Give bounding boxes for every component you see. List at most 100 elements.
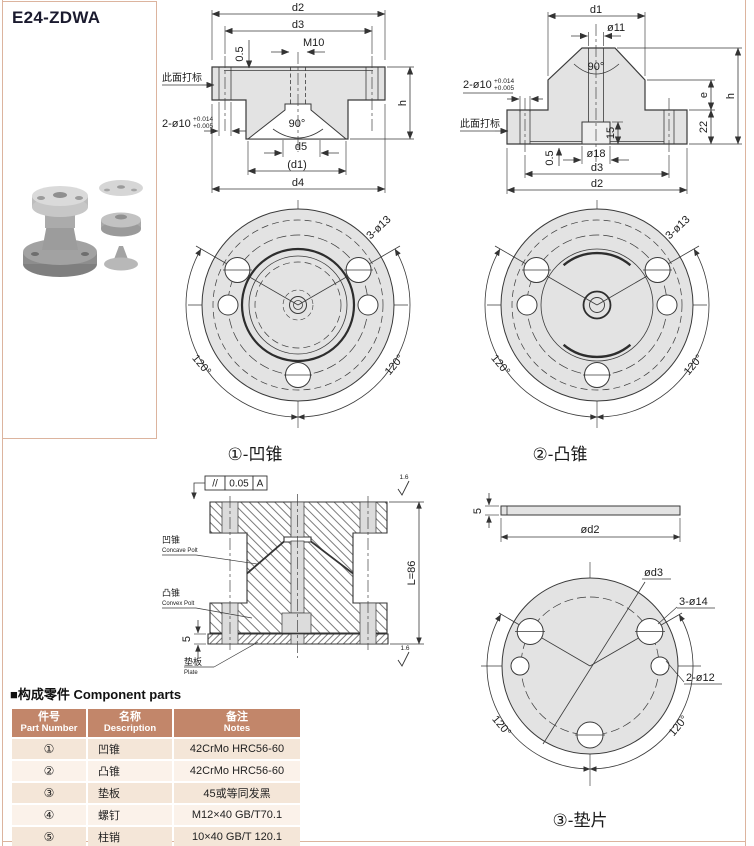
col-header-cn: 名称	[119, 711, 141, 723]
convex-label-en: Convex Polt	[162, 601, 195, 607]
product-panel	[2, 1, 157, 439]
dim-plate-thickness: 5	[181, 636, 193, 642]
dim-bolt-holes: 2-ø10	[162, 118, 191, 130]
plate-label-cn: 垫板	[184, 656, 202, 667]
component-parts-title: ■构成零件 Component parts	[10, 687, 182, 702]
dim-offset-05: 0.5	[234, 46, 246, 61]
roughness-value: 1.6	[400, 645, 409, 652]
dim-120-right: 120°	[667, 713, 691, 738]
cell-description: 垫板	[88, 782, 172, 803]
convex-cone-top-view: 3-ø13 120° 120°	[484, 200, 710, 428]
dim-d3: d3	[591, 162, 603, 174]
dim-3-o13: 3-ø13	[663, 214, 692, 242]
concave-label-en: Concave Polt	[162, 548, 198, 554]
concave-label-cn: 凹锥	[162, 534, 180, 545]
cell-part-number: ①	[12, 738, 86, 759]
roughness-value: 1.6	[399, 474, 408, 481]
dim-d2: d2	[292, 2, 304, 14]
dim-2-o12: 2-ø12	[686, 672, 715, 684]
table-row: ⑤ 柱销 10×40 GB/T 120.1	[12, 826, 300, 846]
tolerance-upper: +0.014	[193, 116, 213, 123]
gdt-parallelism-frame: // 0.05 A	[191, 475, 268, 500]
cell-description: 凹锥	[88, 738, 172, 759]
cell-description: 凸锥	[88, 760, 172, 781]
table-row: ② 凸锥 42CrMo HRC56-60	[12, 760, 300, 781]
component-parts-section: ■构成零件 Component parts 件号 Part Number 名称 …	[10, 684, 302, 846]
cell-notes: 45或等同发黑	[174, 782, 300, 803]
caption-concave-cone: ①-凹锥	[227, 445, 283, 464]
dim-120-right: 120°	[682, 352, 706, 377]
cell-part-number: ②	[12, 760, 86, 781]
dim-o18: ø18	[587, 148, 606, 160]
surface-roughness-top: 1.6	[397, 474, 410, 496]
cell-notes: 42CrMo HRC56-60	[174, 738, 300, 759]
dim-120-right: 120°	[383, 352, 407, 377]
convex-label-cn: 凸锥	[162, 587, 180, 598]
dim-o11: ø11	[607, 22, 625, 34]
convex-cone-section-drawing: d1 ø11 90° 2-ø10 +0.014 +0.005 此面打标 15 ø…	[460, 4, 742, 194]
table-row: ① 凹锥 42CrMo HRC56-60	[12, 738, 300, 759]
gdt-datum: A	[257, 479, 264, 490]
col-header-description: 名称 Description	[88, 709, 172, 737]
cell-part-number: ⑤	[12, 826, 86, 846]
dim-d5: d5	[295, 141, 307, 153]
dim-plate-thickness: 5	[472, 508, 484, 514]
col-header-part-number: 件号 Part Number	[12, 709, 86, 737]
assembled-unit-illustration	[23, 186, 97, 277]
dim-pocket-depth: 15	[605, 127, 617, 139]
plate-side-view: 5 ød2	[472, 493, 681, 542]
cell-notes: 42CrMo HRC56-60	[174, 760, 300, 781]
col-header-en: Part Number	[20, 722, 78, 734]
dim-d1: d1	[590, 4, 602, 16]
cell-part-number: ③	[12, 782, 86, 803]
dim-d2: d2	[591, 178, 603, 190]
caption-convex-cone: ②-凸锥	[532, 445, 588, 464]
col-header-cn: 备注	[226, 711, 248, 723]
dim-offset-05: 0.5	[544, 150, 556, 165]
dim-d3: d3	[292, 19, 304, 31]
dim-overall-length: L=86	[406, 561, 418, 586]
table-row: ③ 垫板 45或等同发黑	[12, 782, 300, 803]
col-header-notes: 备注 Notes	[174, 709, 300, 737]
assembly-section-drawing: // 0.05 A 1.6 1.6 L=86 5 凹锥 Concave Polt…	[162, 474, 424, 676]
page-border-bottom	[2, 841, 746, 842]
mark-face-label: 此面打标	[460, 117, 500, 130]
mark-face-label: 此面打标	[162, 71, 202, 84]
plate-label-en: Plate	[184, 670, 198, 676]
loose-parts-illustration	[99, 180, 143, 271]
dim-h: h	[725, 93, 737, 99]
tolerance-lower: +0.005	[193, 123, 213, 130]
surface-roughness-bottom: 1.6	[397, 645, 410, 667]
dim-od3: ød3	[644, 567, 663, 579]
cell-part-number: ④	[12, 804, 86, 825]
tolerance-lower: +0.005	[494, 85, 514, 92]
cell-description: 柱销	[88, 826, 172, 846]
cell-notes: 10×40 GB/T 120.1	[174, 826, 300, 846]
dim-e: e	[698, 92, 710, 98]
dim-d4: d4	[292, 177, 304, 189]
dim-h: h	[397, 100, 409, 106]
gdt-symbol: //	[212, 479, 218, 490]
col-header-cn: 件号	[38, 711, 60, 723]
col-header-en: Description	[103, 722, 157, 734]
cell-notes: M12×40 GB/T70.1	[174, 804, 300, 825]
col-header-en: Notes	[223, 722, 251, 734]
page-title: E24-ZDWA	[12, 8, 101, 27]
gdt-value: 0.05	[229, 479, 249, 490]
caption-plate: ③-垫片	[552, 811, 608, 830]
table-row: ④ 螺钉 M12×40 GB/T70.1	[12, 804, 300, 825]
dim-3-o14: 3-ø14	[679, 596, 708, 608]
concave-cone-top-view: 3-ø13 120° 120°	[185, 200, 411, 428]
dim-22: 22	[698, 121, 710, 133]
dim-bolt-holes: 2-ø10	[463, 79, 492, 91]
concave-part-section	[209, 501, 388, 575]
dim-3-o13: 3-ø13	[364, 214, 393, 242]
plate-top-view: ød3 3-ø14 2-ø12 120° 120°	[481, 562, 722, 786]
dim-cone-angle: 90°	[289, 118, 306, 130]
dim-thread-m10: M10	[303, 37, 324, 49]
page-border-right	[745, 0, 746, 846]
dim-d1-ref: (d1)	[287, 159, 307, 171]
product-photo	[23, 180, 143, 277]
dim-od2: ød2	[581, 524, 600, 536]
